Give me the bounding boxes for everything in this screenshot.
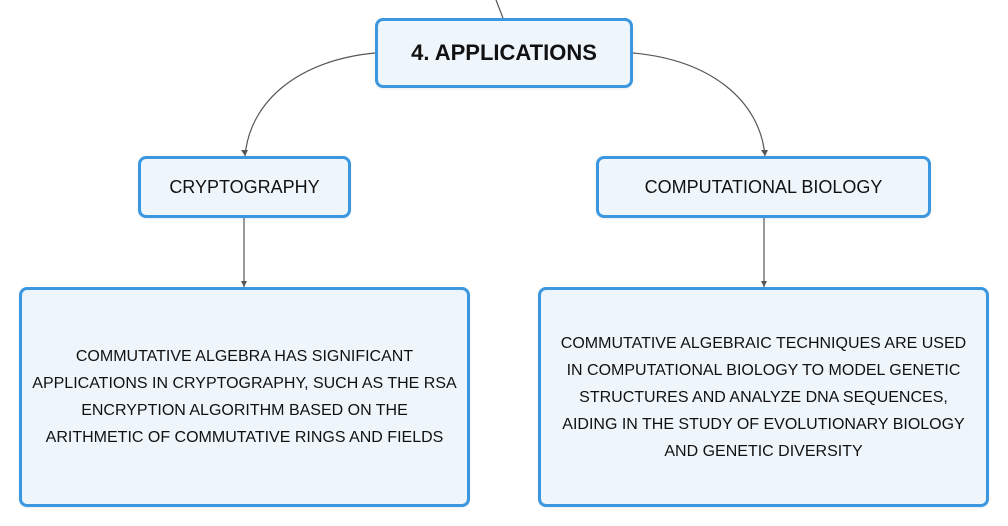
connector-root-to-computational-biology <box>632 52 766 157</box>
detail-node-computational-biology-text: COMMUTATIVE ALGEBRAIC TECHNIQUES ARE USE… <box>560 334 967 460</box>
topic-node-cryptography[interactable]: CRYPTOGRAPHY <box>138 156 351 218</box>
detail-node-cryptography[interactable]: COMMUTATIVE ALGEBRA HAS SIGNIFICANT APPL… <box>19 287 470 507</box>
topic-node-computational-biology[interactable]: COMPUTATIONAL BIOLOGY <box>596 156 931 218</box>
topic-node-cryptography-label: CRYPTOGRAPHY <box>169 176 320 197</box>
detail-node-cryptography-text: COMMUTATIVE ALGEBRA HAS SIGNIFICANT APPL… <box>32 348 457 446</box>
detail-node-computational-biology[interactable]: COMMUTATIVE ALGEBRAIC TECHNIQUES ARE USE… <box>538 287 989 507</box>
root-node-label: 4. APPLICATIONS <box>411 40 597 65</box>
connector-parent-to-root <box>495 0 504 19</box>
topic-node-computational-biology-label: COMPUTATIONAL BIOLOGY <box>644 176 883 197</box>
connector-root-to-cryptography <box>244 52 376 157</box>
root-node[interactable]: 4. APPLICATIONS <box>375 18 633 88</box>
